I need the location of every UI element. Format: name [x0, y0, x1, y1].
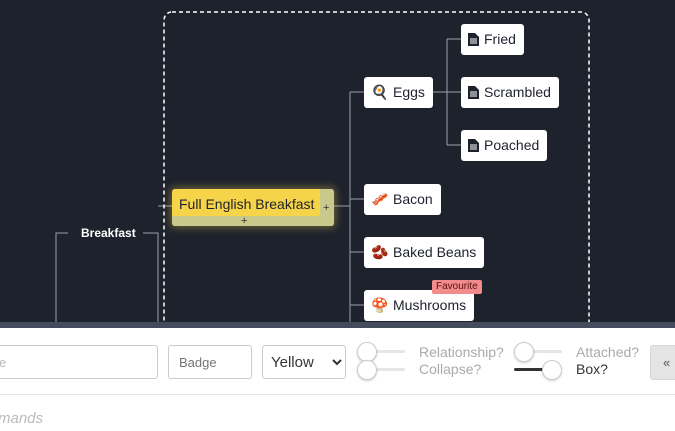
node-footer-strip — [172, 216, 320, 226]
add-sibling-plus-icon[interactable]: + — [323, 202, 330, 214]
collapse-label: Collapse? — [419, 361, 482, 377]
node-poached[interactable]: Poached — [461, 130, 548, 161]
node-label: Eggs — [393, 84, 425, 100]
node-label: Poached — [484, 137, 540, 153]
node-bacon[interactable]: 🥓 Bacon — [364, 184, 441, 215]
relationship-label: Relationship? — [419, 344, 504, 360]
collapse-toggle-track — [362, 368, 405, 371]
attached-toggle-track — [519, 350, 562, 353]
node-baked-beans[interactable]: 🫘 Baked Beans — [364, 237, 485, 268]
attached-label: Attached? — [576, 344, 640, 360]
node-label: Scrambled — [484, 84, 551, 100]
node-breakfast[interactable]: Breakfast — [81, 226, 136, 240]
node-label: Fried — [484, 31, 516, 47]
document-icon — [468, 86, 479, 99]
node-full-english-breakfast[interactable]: Full English Breakfast + + — [172, 189, 334, 227]
relationship-toggle-track — [362, 350, 405, 353]
node-label: Full English Breakfast — [179, 196, 315, 212]
document-icon — [468, 33, 479, 46]
document-icon — [468, 139, 479, 152]
collapse-panel-button[interactable]: « — [650, 345, 675, 380]
node-toolbar: Yellow Relationship? Collapse? Attached?… — [0, 328, 675, 431]
panel-splitter[interactable] — [0, 322, 675, 328]
command-divider — [0, 394, 675, 395]
box-label: Box? — [576, 361, 608, 377]
badge-input[interactable] — [168, 345, 252, 379]
status-badge-favourite: Favourite — [432, 280, 482, 294]
node-fried[interactable]: Fried — [461, 24, 524, 55]
node-scrambled[interactable]: Scrambled — [461, 77, 559, 108]
box-toggle[interactable] — [542, 360, 562, 380]
node-eggs[interactable]: 🍳 Eggs — [364, 77, 433, 108]
mushroom-icon: 🍄 — [371, 297, 389, 313]
node-label: Bacon — [393, 191, 433, 207]
attached-toggle[interactable] — [514, 342, 534, 362]
node-label: Baked Beans — [393, 244, 477, 260]
box-toggle-track — [514, 368, 557, 371]
bacon-icon: 🥓 — [371, 191, 389, 207]
node-side-strip — [320, 189, 334, 226]
color-select[interactable]: Yellow — [262, 345, 346, 379]
node-text-input[interactable] — [0, 345, 158, 379]
beans-icon: 🫘 — [371, 244, 389, 260]
node-label: Mushrooms — [393, 297, 467, 313]
group-box — [163, 11, 590, 322]
add-child-plus-icon[interactable]: + — [241, 215, 248, 227]
mindmap-canvas[interactable]: Breakfast Full English Breakfast + + 🍳 E… — [0, 0, 675, 322]
command-input[interactable]: mands — [0, 410, 44, 427]
frying-pan-icon: 🍳 — [371, 84, 389, 100]
connector-lines — [55, 11, 590, 322]
collapse-toggle[interactable] — [357, 360, 377, 380]
relationship-toggle[interactable] — [357, 342, 377, 362]
node-mushrooms[interactable]: 🍄 Mushrooms — [364, 290, 475, 321]
